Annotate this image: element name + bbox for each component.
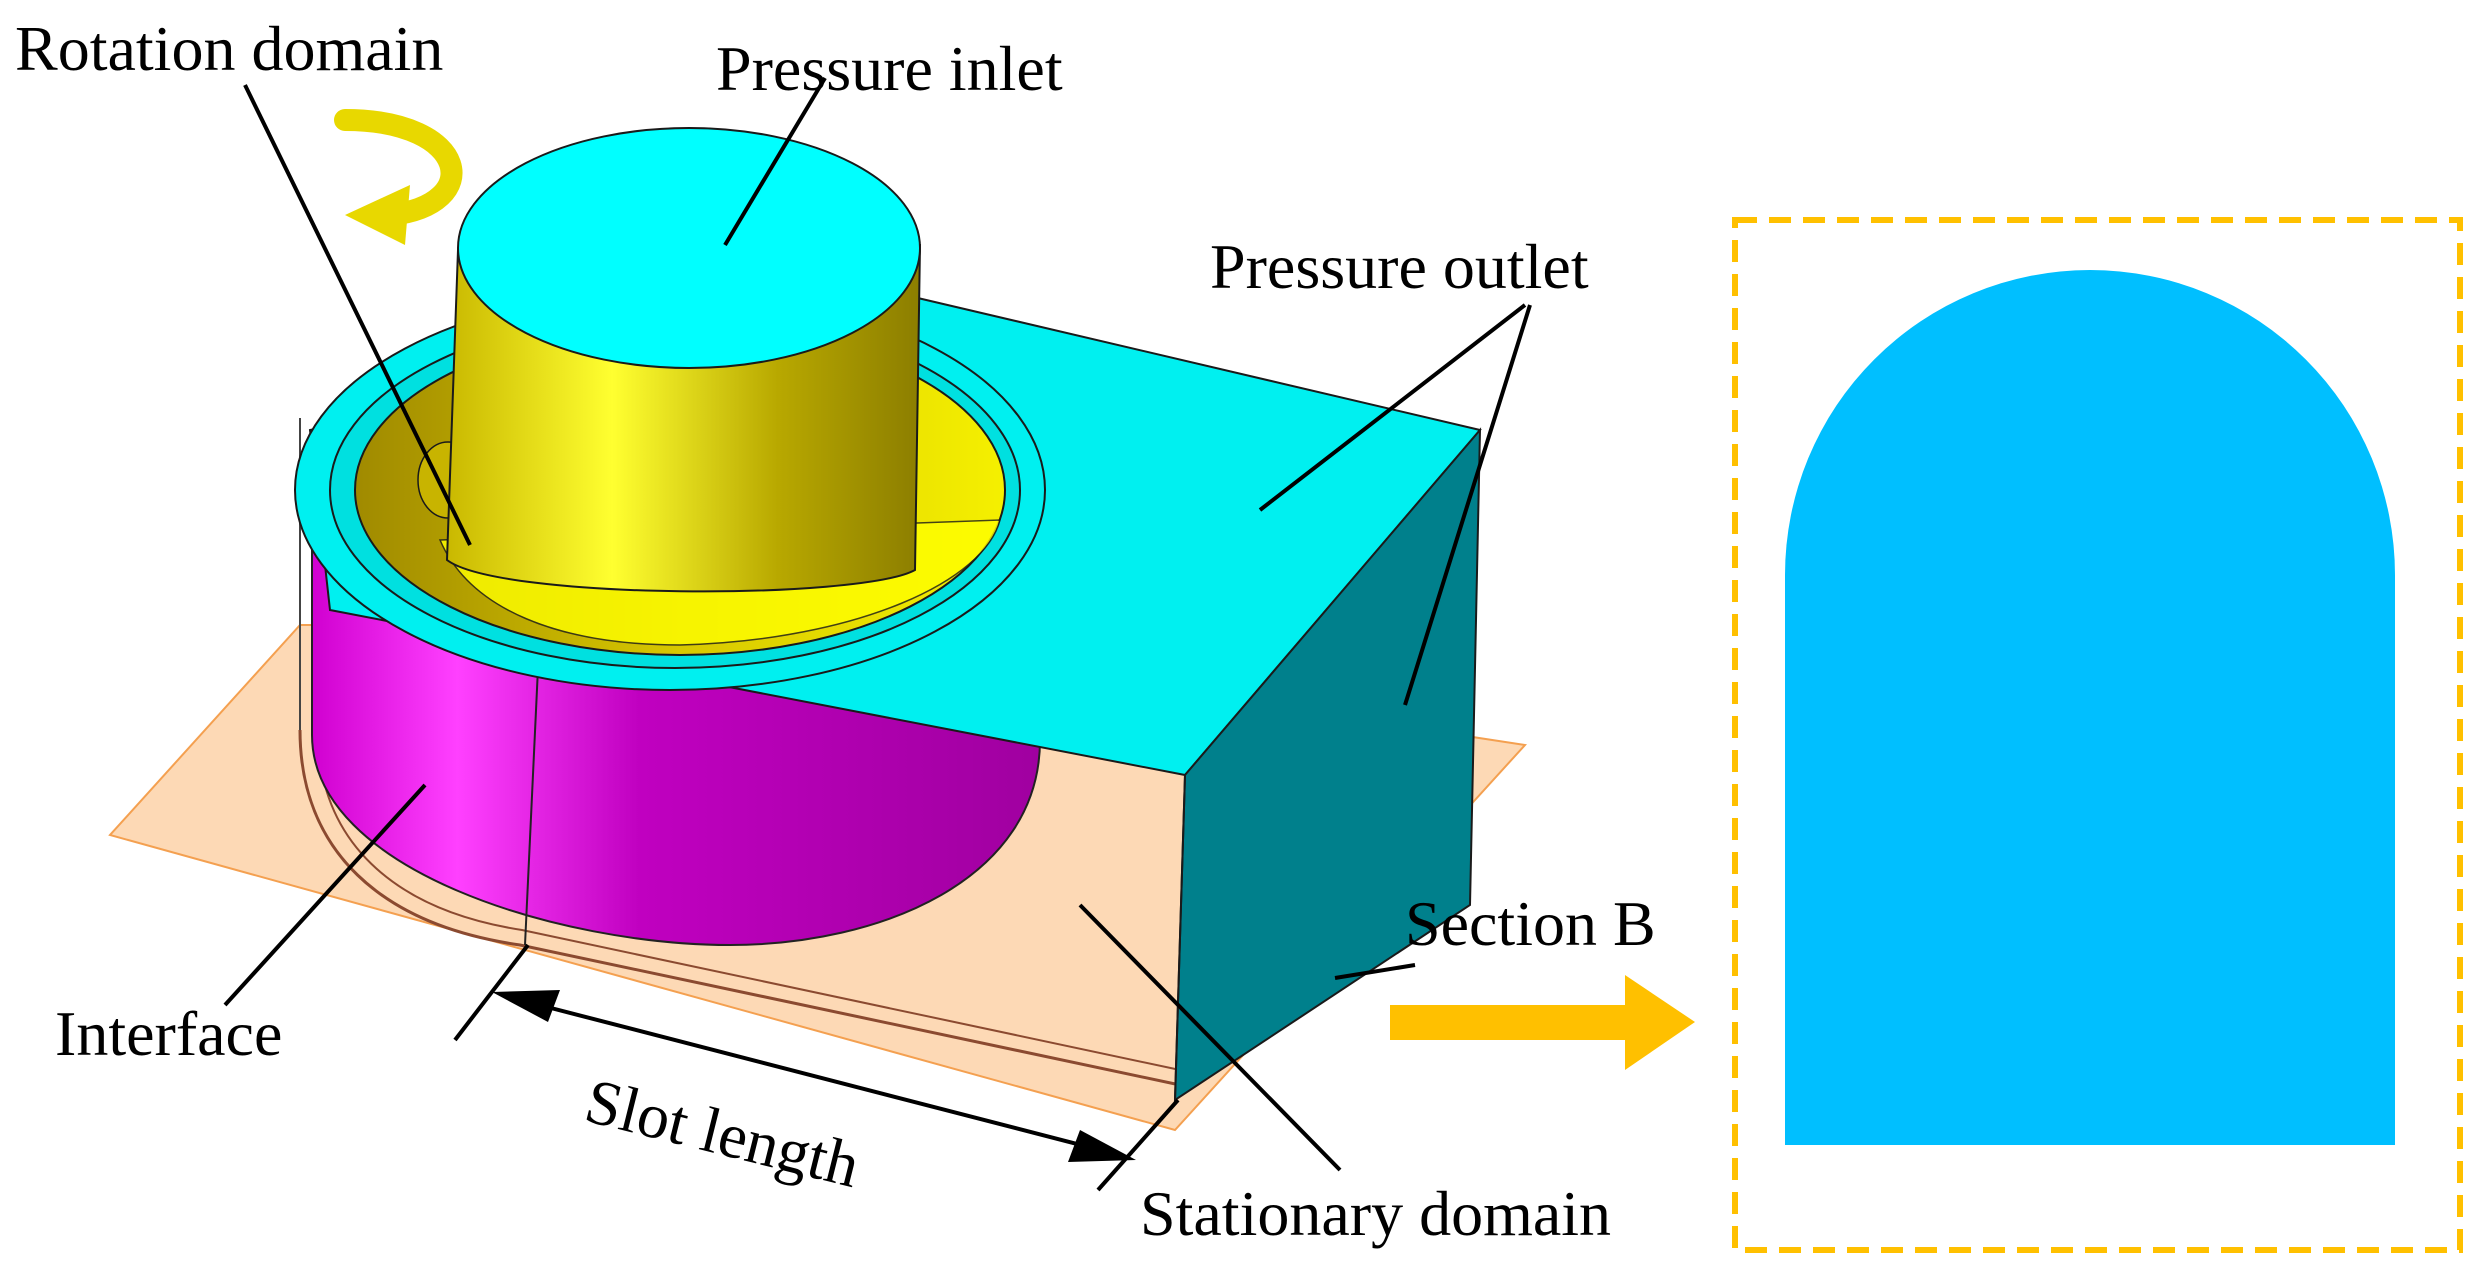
- leader-stationary-domain: [1078, 903, 1342, 1172]
- leader-pressure-outlet-top: [1258, 303, 1527, 512]
- label-slot-length: Slot length: [579, 1065, 867, 1201]
- slot-length-extension-left: [453, 943, 530, 1042]
- slot-groove: [298, 729, 1181, 1087]
- slot-length-extension-right: [1096, 1098, 1180, 1192]
- section-b-arrow: [1390, 975, 1695, 1070]
- label-pressure-outlet: Pressure outlet: [1210, 231, 1589, 302]
- label-rotation-domain: Rotation domain: [15, 13, 443, 84]
- leader-rotation-domain: [243, 84, 472, 546]
- leader-pressure-outlet-side: [1403, 304, 1532, 706]
- label-stationary-domain: Stationary domain: [1140, 1178, 1611, 1249]
- leader-interface: [223, 783, 427, 1007]
- label-section-b: Section B: [1405, 888, 1656, 959]
- outlet-front-edge: [1174, 774, 1186, 1101]
- label-interface: Interface: [55, 998, 282, 1069]
- interface-seam: [524, 624, 541, 946]
- label-pressure-inlet: Pressure inlet: [716, 33, 1063, 104]
- slot-length-arrowhead-right: [1068, 1130, 1136, 1162]
- section-b-frame: [1732, 217, 2463, 1253]
- pressure-inlet-face: [457, 127, 921, 369]
- section-b-profile: [1785, 270, 2395, 1145]
- leader-pressure-inlet: [723, 76, 827, 247]
- rotation-arrowhead: [345, 185, 410, 245]
- rotation-arrow: [334, 109, 463, 226]
- leader-section-b: [1334, 963, 1416, 980]
- slot-length-dimension-line: [519, 998, 1109, 1154]
- slot-length-arrowhead-left: [492, 990, 560, 1022]
